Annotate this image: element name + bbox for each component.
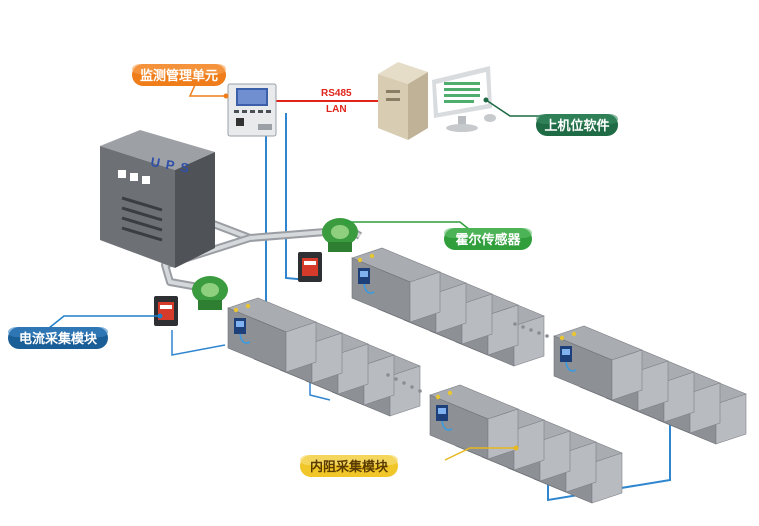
- hall-sensor-label: 霍尔传感器: [455, 232, 521, 248]
- battery-string: [351, 247, 545, 367]
- battery-string: [429, 384, 623, 504]
- current-module-icon: [298, 252, 322, 282]
- monitor-unit-label: 监测管理单元: [140, 68, 218, 84]
- current-module-label: 电流采集模块: [19, 331, 98, 347]
- ups-display: [118, 170, 150, 184]
- battery-strings: [227, 247, 747, 504]
- hall-sensor-icon: [322, 218, 358, 252]
- battery-icon: [351, 247, 441, 323]
- resistance-module-label: 内阻采集模块: [310, 459, 389, 475]
- host-software-callout: 上机位软件: [536, 114, 618, 136]
- lan-label: LAN: [326, 104, 347, 115]
- hall-sensor-callout: 霍尔传感器: [444, 228, 532, 250]
- ups-vents: [121, 196, 163, 242]
- ups-cabinet-icon: UPS: [100, 130, 215, 268]
- string-links: [386, 322, 549, 393]
- battery-string: [227, 297, 421, 417]
- host-software-label: 上机位软件: [544, 118, 609, 134]
- monitoring-unit-icon: [227, 83, 277, 137]
- current-module-icon: [154, 296, 178, 326]
- battery-icon: [553, 325, 643, 401]
- resistance-module-callout: 内阻采集模块: [300, 455, 398, 477]
- battery-icon: [429, 384, 519, 460]
- current-module-callout: 电流采集模块: [8, 327, 108, 349]
- monitor-unit-callout: 监测管理单元: [132, 64, 226, 86]
- callout-leaders: [43, 73, 575, 461]
- battery-icon: [227, 297, 317, 373]
- hall-sensor-icon: [192, 276, 228, 310]
- rs485-label: RS485: [321, 88, 352, 99]
- battery-string: [553, 325, 747, 445]
- desktop-computer-icon: [378, 62, 496, 140]
